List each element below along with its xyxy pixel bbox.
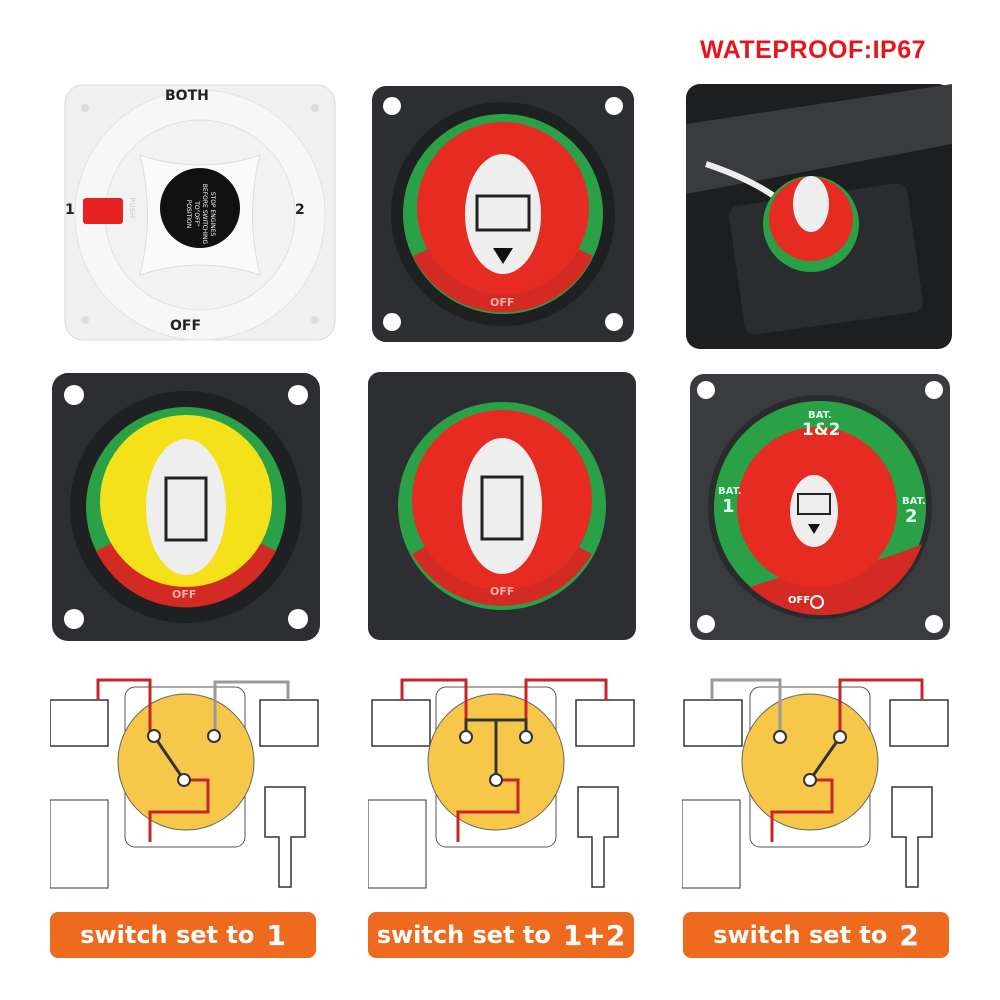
white-battery-switch: BOTH 1 2 OFF PUSH STOP ENGINES BEFORE SW…: [55, 80, 345, 345]
label-text: switch set to: [376, 921, 551, 949]
label-2: 2: [295, 202, 305, 218]
dual-battery-selector-switch: BAT. 1&2 BAT. 1 BAT. 2 OFF: [690, 374, 950, 640]
label-off: OFF: [490, 296, 515, 309]
label-text: switch set to: [80, 921, 255, 949]
push-label: PUSH: [128, 197, 136, 219]
warning-line: STOP ENGINES: [209, 191, 216, 237]
yellow-battery-switch: OFF: [52, 373, 320, 641]
label-bat-1-2: 1&2: [802, 420, 841, 440]
warning-line: TO"OFF": [193, 201, 200, 227]
red-battery-switch-square: OFF: [368, 372, 636, 640]
waterproof-title: WATEPROOF:IP67: [700, 36, 927, 64]
label-1: 1: [65, 202, 75, 218]
label-off: OFF: [490, 585, 515, 598]
setting-value: 1+2: [562, 918, 626, 952]
label-bat-small: BAT.: [902, 496, 926, 507]
wiring-diagram-1: [50, 672, 320, 902]
warning-line: POSITION: [185, 199, 192, 229]
switch-set-1-2-label: switch set to 1+2: [368, 912, 634, 958]
label-text: switch set to: [713, 921, 888, 949]
red-battery-switch: OFF: [372, 86, 634, 342]
setting-value: 2: [899, 918, 919, 952]
switch-set-2-label: switch set to 2: [683, 912, 949, 958]
wiring-diagram-2: [682, 672, 952, 902]
switch-set-1-label: switch set to 1: [50, 912, 316, 958]
warning-line: BEFORE SWITCHING: [201, 183, 208, 245]
label-both: BOTH: [165, 88, 209, 104]
label-bat-2: 2: [905, 506, 918, 527]
installed-switch-photo: [686, 84, 952, 349]
label-bat-small: BAT.: [808, 410, 832, 421]
wiring-diagram-1-2: [368, 672, 638, 902]
setting-value: 1: [266, 918, 286, 952]
label-bat-1: 1: [722, 496, 735, 517]
label-bat-small: BAT.: [718, 486, 742, 497]
warning-text: STOP ENGINES BEFORE SWITCHING TO"OFF" PO…: [184, 174, 216, 254]
label-off: OFF: [170, 318, 202, 334]
label-off: OFF: [788, 595, 811, 606]
label-off: OFF: [172, 588, 197, 601]
